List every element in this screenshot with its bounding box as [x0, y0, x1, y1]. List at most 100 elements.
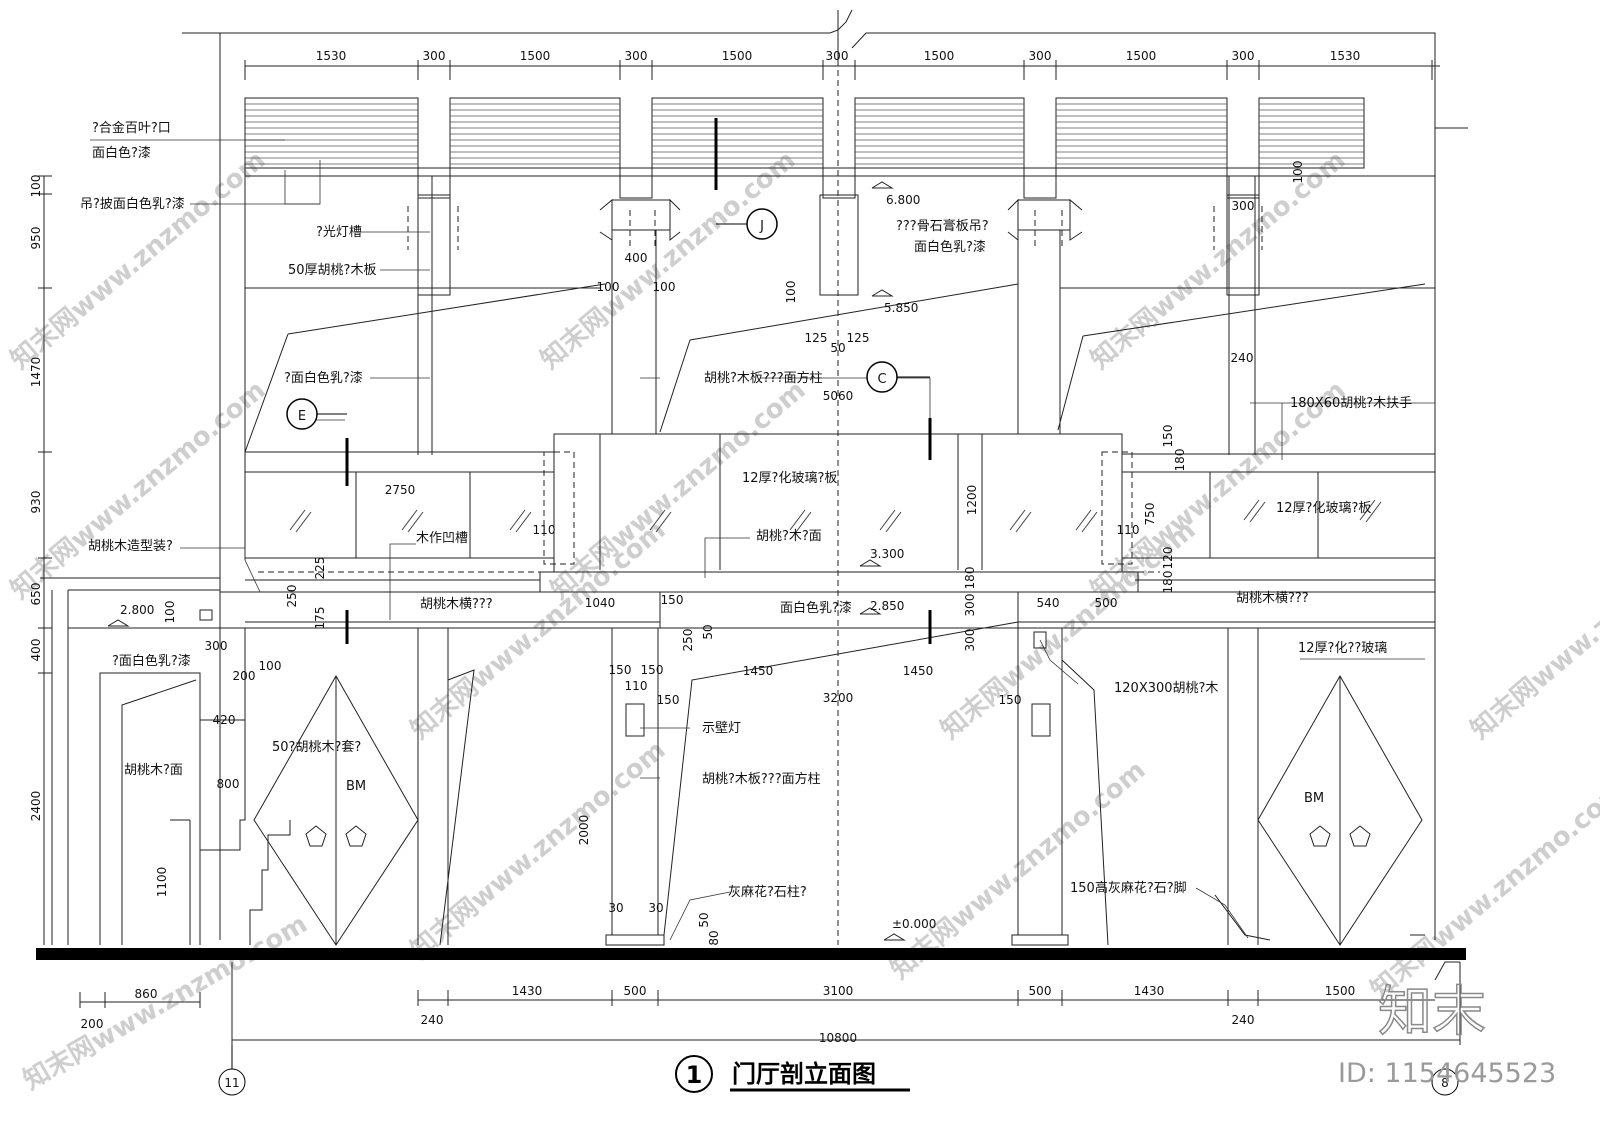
dim-label: 1450: [903, 664, 934, 678]
leader-lines: [90, 140, 1435, 940]
dim-label: 300: [1232, 199, 1255, 213]
dim-label: 240: [421, 1013, 444, 1027]
dim-label: 175: [313, 607, 327, 630]
watermark-stamp: 知末网www.znzmo.com: [1085, 145, 1351, 375]
watermark-stamp: 知末网www.znzmo.com: [5, 375, 271, 605]
dim-label: 500: [624, 984, 647, 998]
level-markers: [108, 182, 904, 940]
annotation: 胡桃木?面: [124, 763, 183, 778]
dim-label: 300: [423, 49, 446, 63]
dim-label: 10800: [819, 1031, 857, 1045]
dim-label: 180: [1161, 571, 1175, 594]
annotation: 胡桃?木板???面方柱: [704, 370, 823, 386]
dim-label: 30: [648, 901, 663, 915]
watermark-stamp: 知末网www.znzmo.com: [1365, 775, 1600, 1005]
bottom-dimensions: 860 200 1430 500 3100 500 1430 1500 240 …: [81, 984, 1356, 1045]
annotation: 150高灰麻花?石?脚: [1070, 880, 1187, 896]
dim-label: 180: [1173, 449, 1187, 472]
section-mark-c: C: [867, 362, 930, 392]
dim-label: 110: [625, 679, 648, 693]
annotation: 灰麻花?石柱?: [728, 884, 807, 900]
level-label: 3.300: [870, 547, 904, 561]
dim-label: 5060: [823, 389, 854, 403]
svg-text:E: E: [298, 409, 306, 424]
dim-label: 930: [29, 491, 43, 514]
dim-label: 150: [657, 693, 680, 707]
dim-label: 800: [217, 777, 240, 791]
louvre-panels: [245, 98, 1364, 168]
annotation: 面白色?漆: [92, 145, 151, 161]
dim-label: 1500: [1126, 49, 1157, 63]
dim-label: 125: [805, 331, 828, 345]
dim-label: 50: [697, 912, 711, 927]
level-label: 6.800: [886, 193, 920, 207]
dim-label: 150: [641, 663, 664, 677]
dim-label: 300: [625, 49, 648, 63]
annotation: 12厚?化玻璃?板: [742, 471, 837, 486]
dim-label: 150: [609, 663, 632, 677]
dim-label: 950: [29, 227, 43, 250]
dim-label: 1450: [743, 664, 774, 678]
svg-text:11: 11: [224, 1076, 239, 1090]
dim-label: 300: [1029, 49, 1052, 63]
annotation: 50厚胡桃?木板: [288, 263, 376, 278]
dim-label: 650: [29, 583, 43, 606]
linework: [38, 10, 1468, 1045]
dim-label: 1530: [316, 49, 347, 63]
dim-label: 300: [826, 49, 849, 63]
level-label: 5.850: [884, 301, 918, 315]
dim-label: 250: [681, 629, 695, 652]
dim-label: 240: [1232, 1013, 1255, 1027]
dim-label: 400: [625, 251, 648, 265]
annotation: ?面白色乳?漆: [284, 370, 363, 386]
level-label: ±0.000: [892, 917, 936, 931]
dim-label: 100: [259, 659, 282, 673]
dim-label: 225: [313, 557, 327, 580]
annotation: 胡桃?木?面: [756, 529, 822, 544]
title-number: 1: [686, 1061, 703, 1089]
dim-label: 1430: [512, 984, 543, 998]
dim-label: 1430: [1134, 984, 1165, 998]
dim-label: 110: [1117, 523, 1140, 537]
dim-label: 1500: [924, 49, 955, 63]
dim-label: 110: [533, 523, 556, 537]
section-mark-e: E: [287, 399, 347, 429]
svg-text:8: 8: [1441, 1076, 1449, 1090]
level-labels: 6.800 5.850 3.300 2.850 2.800 ±0.000: [120, 193, 936, 931]
dim-label: 1500: [1325, 984, 1356, 998]
level-label: 2.800: [120, 603, 154, 617]
dim-label: 100: [1291, 161, 1305, 184]
dim-label: 150: [661, 593, 684, 607]
annotation: ?合金百叶?口: [92, 120, 171, 136]
left-dim-ticks: [38, 176, 52, 673]
dim-label: 200: [81, 1017, 104, 1031]
annotations: ?合金百叶?口 面白色?漆 吊?披面白色乳?漆 ?光灯槽 50厚胡桃?木板 ?面…: [80, 120, 1412, 900]
watermark-stamp: 知末网www.znzmo.com: [405, 735, 671, 965]
annotation: 面白色乳?漆: [914, 239, 986, 255]
annotation: ?光灯槽: [316, 225, 362, 240]
dim-label: 500: [1029, 984, 1052, 998]
dim-label: 1100: [155, 867, 169, 898]
watermark-stamp: 知末网www.znzmo.com: [535, 145, 801, 375]
dim-label: 200: [233, 669, 256, 683]
watermark-id: ID: 1154645523: [1338, 1058, 1556, 1089]
annotation: 180X60胡桃?木扶手: [1290, 396, 1412, 411]
dim-label: 300: [1232, 49, 1255, 63]
watermark-stamp: 知末网www.znzmo.com: [405, 515, 671, 745]
dim-label: 860: [135, 987, 158, 1001]
axis-bubble-left: 11: [219, 1045, 245, 1095]
dim-label: 150: [999, 693, 1022, 707]
dim-label: 2400: [29, 791, 43, 822]
annotation: 胡桃木造型装?: [88, 539, 173, 554]
ceiling-hangers: [418, 168, 1259, 295]
dim-label: 180: [963, 567, 977, 590]
dim-label: 1470: [29, 357, 43, 388]
floor-band: [36, 948, 1466, 960]
annotation: 示壁灯: [702, 721, 741, 736]
annotation: 胡桃?木板???面方柱: [702, 771, 821, 787]
annotation: 50?胡桃木?套?: [272, 739, 361, 755]
section-bars: [347, 118, 930, 644]
axis-bubble-right: 8: [1432, 1069, 1458, 1095]
level-label: 2.850: [870, 599, 904, 613]
